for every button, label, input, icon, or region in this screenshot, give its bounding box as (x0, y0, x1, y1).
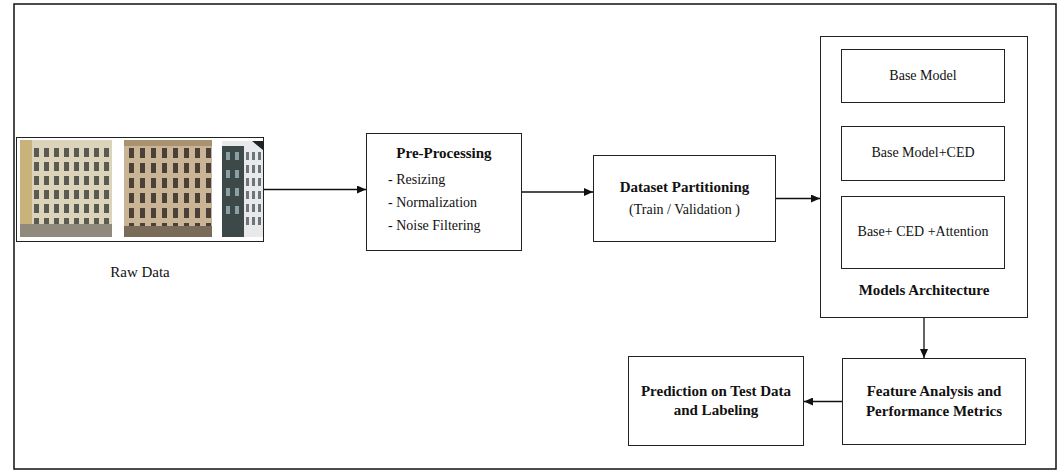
arrow-connector (776, 198, 820, 199)
node-title: Feature Analysis and Performance Metrics (843, 382, 1025, 421)
arrow-connector (522, 191, 593, 192)
node-title: Prediction on Test Data and Labeling (629, 382, 803, 421)
raw-data-box: Raw Data (16, 137, 264, 242)
node-title: Base Model (889, 67, 956, 85)
process-box: Feature Analysis and Performance Metrics (842, 358, 1026, 445)
group-box: Models Architecture Base ModelBase Model+… (820, 36, 1028, 318)
node-title: Raw Data (17, 263, 263, 283)
process-box: Pre-Processing - Resizing - Normalization -… (366, 133, 522, 251)
arrow-connector (804, 401, 842, 402)
node-title: Base+ CED +Attention (858, 223, 989, 241)
model-box: Base+ CED +Attention (841, 196, 1005, 269)
process-box: Dataset Partitioning (Train / Validation … (593, 155, 776, 242)
node-text: - Resizing (367, 171, 445, 189)
node-title: Base Model+CED (871, 144, 974, 162)
model-box: Base Model (841, 49, 1005, 103)
arrow-connector (923, 318, 924, 358)
node-title: Dataset Partitioning (620, 178, 750, 198)
node-text: (Train / Validation ) (629, 201, 740, 219)
arrow-connector (264, 189, 366, 190)
model-box: Base Model+CED (841, 126, 1005, 181)
node-text: - Noise Filtering (367, 217, 481, 235)
node-title: Pre-Processing (396, 144, 491, 164)
process-box: Prediction on Test Data and Labeling (628, 356, 804, 446)
node-title: Models Architecture (859, 281, 990, 301)
node-text: - Normalization (367, 194, 477, 212)
